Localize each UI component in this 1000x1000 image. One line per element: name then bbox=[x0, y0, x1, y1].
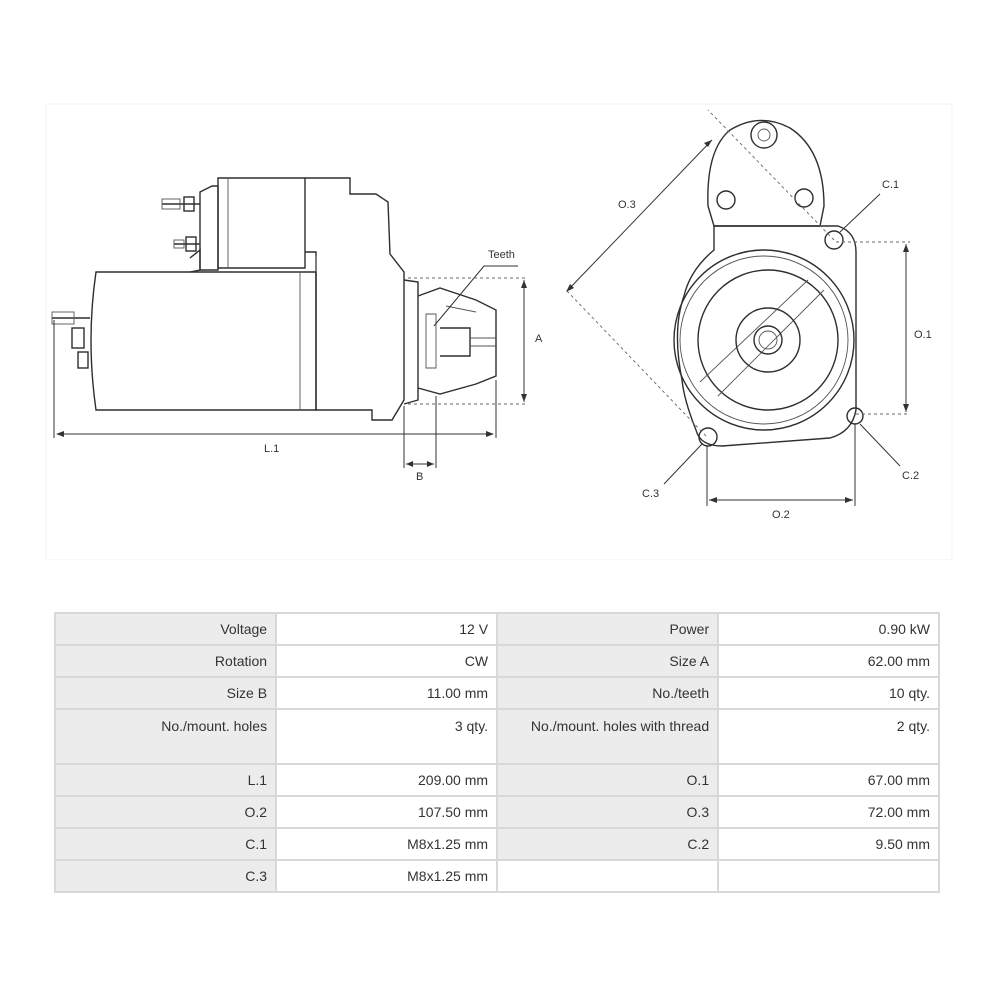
dimension-o1-label: O.1 bbox=[914, 329, 932, 341]
table-row: Rotation CW Size A 62.00 mm bbox=[56, 646, 938, 676]
spec-value: 209.00 mm bbox=[277, 765, 497, 795]
spec-key bbox=[498, 861, 718, 891]
spec-key: No./mount. holes bbox=[56, 710, 276, 763]
table-row: No./mount. holes 3 qty. No./mount. holes… bbox=[56, 710, 938, 763]
front-view: O.3 C.1 O.1 C.2 C.3 O.2 bbox=[565, 109, 932, 521]
spec-value bbox=[719, 861, 938, 891]
specification-table: Voltage 12 V Power 0.90 kW Rotation CW S… bbox=[54, 612, 940, 893]
spec-key: O.2 bbox=[56, 797, 276, 827]
table-row: O.2 107.50 mm O.3 72.00 mm bbox=[56, 797, 938, 827]
spec-key: C.2 bbox=[498, 829, 718, 859]
front-housing bbox=[673, 249, 855, 431]
dimension-o2-label: O.2 bbox=[772, 509, 790, 521]
spec-key: No./mount. holes with thread bbox=[498, 710, 718, 763]
spec-key: Voltage bbox=[56, 614, 276, 644]
dimension-l1-label: L.1 bbox=[264, 443, 279, 455]
solenoid bbox=[189, 177, 306, 273]
spec-value: 0.90 kW bbox=[719, 614, 938, 644]
hole-c3-label: C.3 bbox=[642, 488, 659, 500]
spec-key: L.1 bbox=[56, 765, 276, 795]
terminal-stud-upper bbox=[161, 196, 200, 212]
spec-value: 12 V bbox=[277, 614, 497, 644]
hole-c1-label: C.1 bbox=[882, 179, 899, 191]
spec-value: M8x1.25 mm bbox=[277, 861, 497, 891]
table-row: Voltage 12 V Power 0.90 kW bbox=[56, 614, 938, 644]
spec-value: 72.00 mm bbox=[719, 797, 938, 827]
spec-value: 10 qty. bbox=[719, 678, 938, 708]
motor-body bbox=[90, 256, 317, 411]
teeth-label: Teeth bbox=[488, 249, 515, 261]
spec-key: O.3 bbox=[498, 797, 718, 827]
drive-end-housing bbox=[305, 177, 405, 421]
dimension-o3-label: O.3 bbox=[618, 199, 636, 211]
spec-key: Power bbox=[498, 614, 718, 644]
dimension-a-label: A bbox=[535, 333, 543, 345]
spec-key: Size B bbox=[56, 678, 276, 708]
mounting-flange bbox=[676, 225, 864, 447]
side-view: Teeth A L.1 B bbox=[51, 177, 543, 483]
spec-value: 11.00 mm bbox=[277, 678, 497, 708]
spec-key: Size A bbox=[498, 646, 718, 676]
spec-value: 62.00 mm bbox=[719, 646, 938, 676]
spec-key: No./teeth bbox=[498, 678, 718, 708]
spec-key: O.1 bbox=[498, 765, 718, 795]
starter-motor-diagram: Teeth A L.1 B bbox=[45, 103, 953, 560]
spec-value: 9.50 mm bbox=[719, 829, 938, 859]
spec-value: 2 qty. bbox=[719, 710, 938, 763]
spec-value: 107.50 mm bbox=[277, 797, 497, 827]
table-row: L.1 209.00 mm O.1 67.00 mm bbox=[56, 765, 938, 795]
dimension-b-label: B bbox=[416, 471, 423, 483]
spec-key: C.1 bbox=[56, 829, 276, 859]
spec-value: M8x1.25 mm bbox=[277, 829, 497, 859]
spec-value: 67.00 mm bbox=[719, 765, 938, 795]
table-row: C.3 M8x1.25 mm bbox=[56, 861, 938, 891]
table-row: Size B 11.00 mm No./teeth 10 qty. bbox=[56, 678, 938, 708]
spec-value: CW bbox=[277, 646, 497, 676]
spec-key: Rotation bbox=[56, 646, 276, 676]
spec-value: 3 qty. bbox=[277, 710, 497, 763]
table-row: C.1 M8x1.25 mm C.2 9.50 mm bbox=[56, 829, 938, 859]
pinion-gear bbox=[403, 279, 497, 405]
terminal-stud-lower bbox=[173, 236, 200, 252]
rear-terminal bbox=[51, 311, 90, 369]
top-mounting-lug bbox=[707, 119, 825, 227]
spec-key: C.3 bbox=[56, 861, 276, 891]
hole-c2-label: C.2 bbox=[902, 470, 919, 482]
